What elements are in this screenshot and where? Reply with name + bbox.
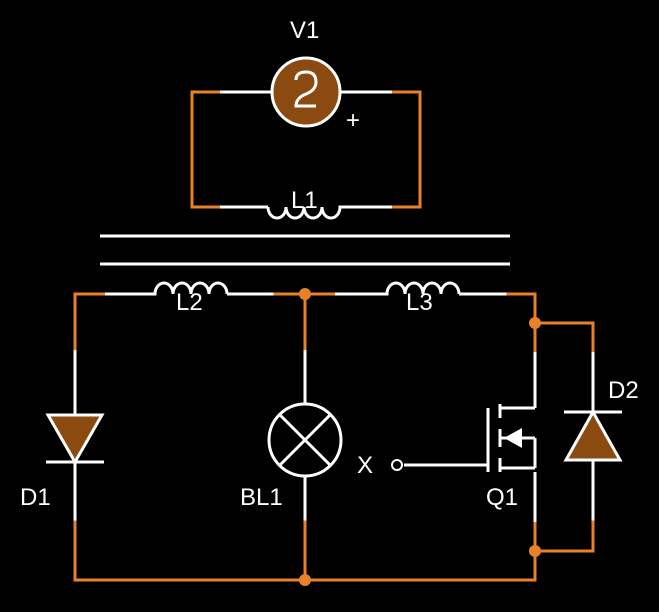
transformer-core (100, 234, 510, 266)
v1-loop-wires (190, 90, 422, 209)
d2-diode[interactable] (563, 408, 623, 462)
v1-ac-source[interactable] (270, 56, 342, 128)
l2-inductor[interactable] (153, 281, 229, 296)
d2-branch-wires (533, 321, 595, 553)
d1-diode[interactable] (45, 413, 105, 466)
junction-dot-top-center (299, 288, 311, 300)
x-label: X (357, 452, 373, 479)
x-terminal[interactable] (391, 459, 403, 471)
d2-label: D2 (608, 377, 639, 404)
bl1-lamp[interactable] (267, 402, 343, 478)
l1-label: L1 (291, 187, 318, 214)
d1-label: D1 (20, 484, 51, 511)
q1-mosfet[interactable] (404, 404, 537, 472)
v1-plus-sign: + (346, 107, 360, 134)
q1-label: Q1 (486, 484, 518, 511)
bl1-label: BL1 (240, 484, 283, 511)
junction-dot-bottom-center (299, 574, 311, 586)
l1-inductor[interactable] (266, 205, 344, 220)
v1-label: V1 (290, 17, 319, 44)
l2-label: L2 (176, 289, 203, 316)
l3-inductor[interactable] (385, 281, 461, 296)
l3-label: L3 (406, 289, 433, 316)
